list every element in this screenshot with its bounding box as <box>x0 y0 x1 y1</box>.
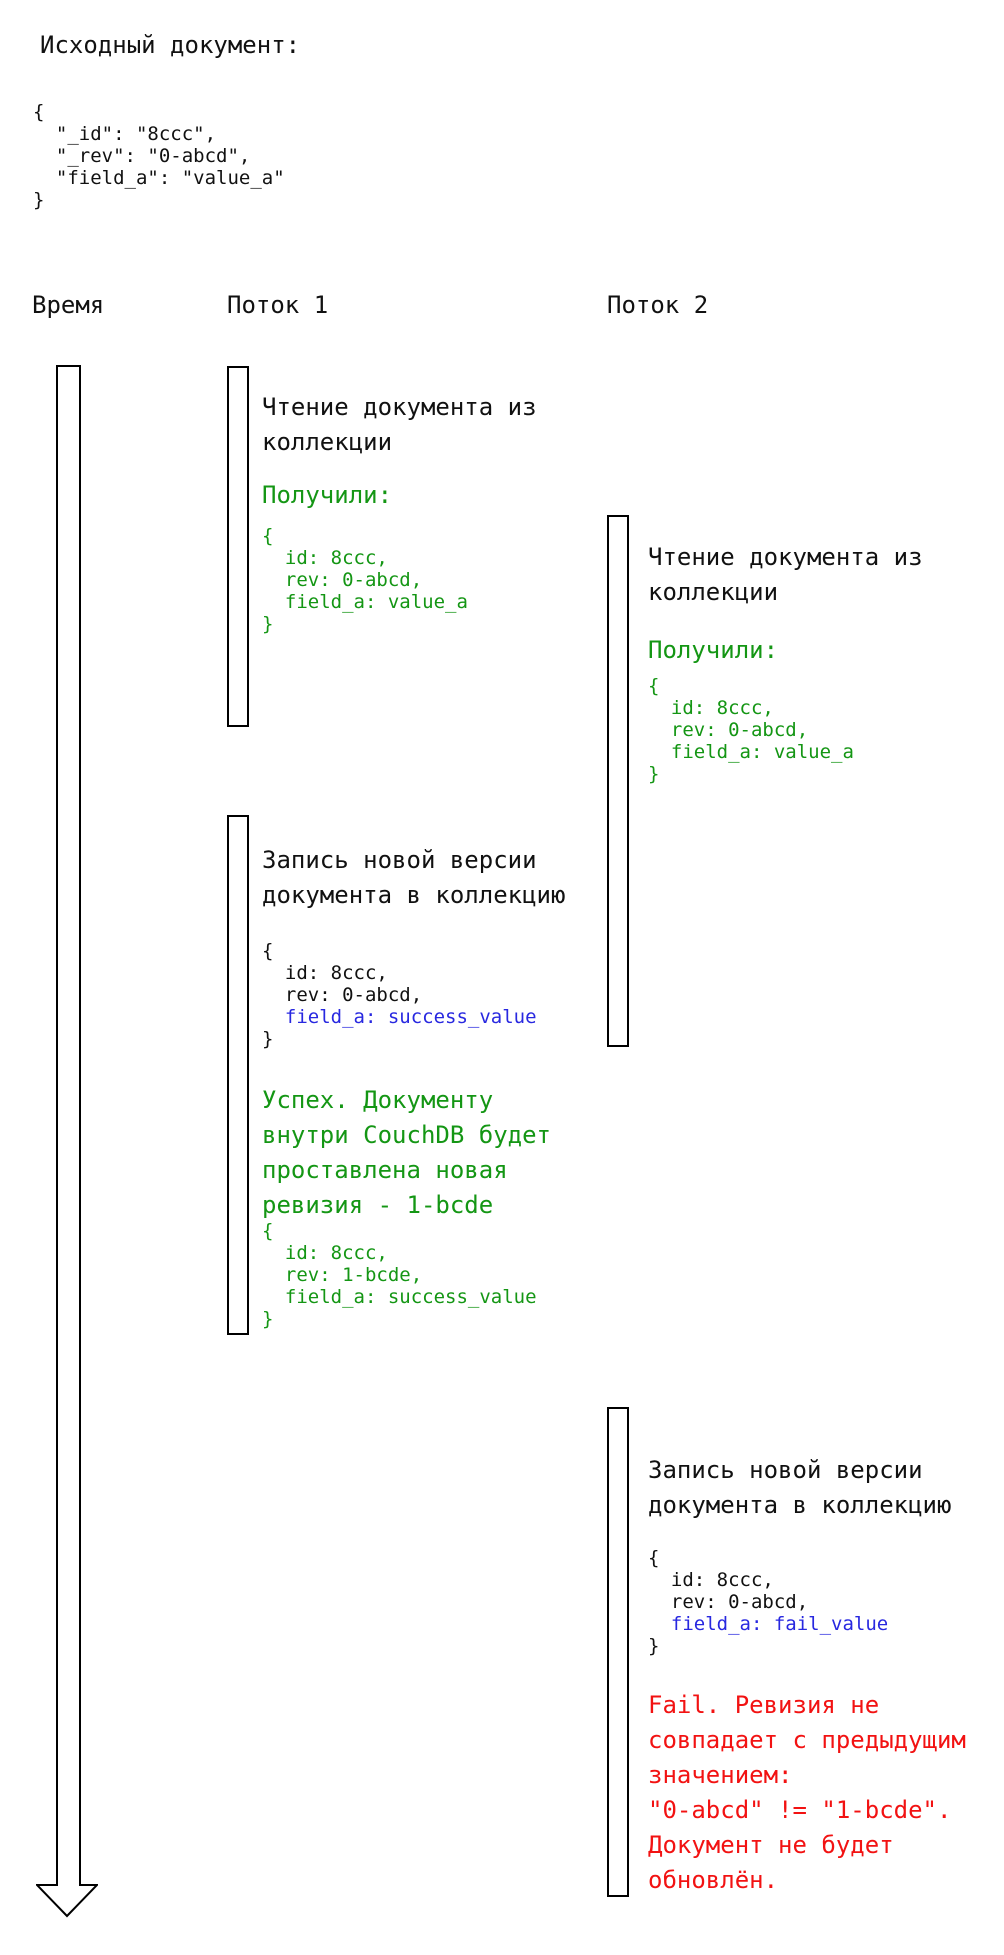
thread2-write-fail-status: Fail. Ревизия не совпадает с предыдущим … <box>648 1691 966 1894</box>
thread1-write-request-plain-before: { id: 8ccc, rev: 0-abcd, <box>262 940 423 1006</box>
thread2-activation-bar-write <box>607 1407 629 1897</box>
intro-title: Исходный документ: <box>40 31 301 59</box>
thread1-write-request-highlighted-field: field_a: success_value <box>262 1006 537 1028</box>
thread1-write-result-code: { id: 8ccc, rev: 1-bcde, field_a: succes… <box>262 1220 537 1330</box>
time-arrow-down <box>36 365 98 1918</box>
lane-label-thread1: Поток 1 <box>227 291 329 319</box>
lane-label-time: Время <box>32 291 105 319</box>
thread1-write-request-code: { id: 8ccc, rev: 0-abcd, field_a: succes… <box>262 940 537 1050</box>
thread2-write-request-plain-before: { id: 8ccc, rev: 0-abcd, <box>648 1547 809 1613</box>
thread2-read-result-code: { id: 8ccc, rev: 0-abcd, field_a: value_… <box>648 675 854 785</box>
thread2-write-request-code: { id: 8ccc, rev: 0-abcd, field_a: fail_v… <box>648 1547 888 1657</box>
thread1-activation-bar-read <box>227 366 249 727</box>
thread2-write-action-text: Запись новой версии документа в коллекци… <box>648 1456 952 1519</box>
thread1-write-success-status: Успех. Документу внутри CouchDB будет пр… <box>262 1086 551 1219</box>
thread2-activation-bar-read <box>607 515 629 1047</box>
thread1-read-action-text: Чтение документа из коллекции <box>262 393 537 456</box>
thread1-write-request-plain-after: } <box>262 1028 274 1050</box>
lane-label-thread2: Поток 2 <box>607 291 709 319</box>
thread1-read-result-code: { id: 8ccc, rev: 0-abcd, field_a: value_… <box>262 525 468 635</box>
thread2-write-request-plain-after: } <box>648 1635 660 1657</box>
thread1-read-result-label: Получили: <box>262 481 393 509</box>
thread1-activation-bar-write <box>227 815 249 1335</box>
thread2-write-request-highlighted-field: field_a: fail_value <box>648 1613 889 1635</box>
thread2-read-result-label: Получили: <box>648 636 779 664</box>
intro-source-document-code: { "_id": "8ccc", "_rev": "0-abcd", "fiel… <box>33 101 285 211</box>
thread1-write-action-text: Запись новой версии документа в коллекци… <box>262 846 566 909</box>
thread2-read-action-text: Чтение документа из коллекции <box>648 543 923 606</box>
time-arrow-shape <box>36 365 98 1918</box>
